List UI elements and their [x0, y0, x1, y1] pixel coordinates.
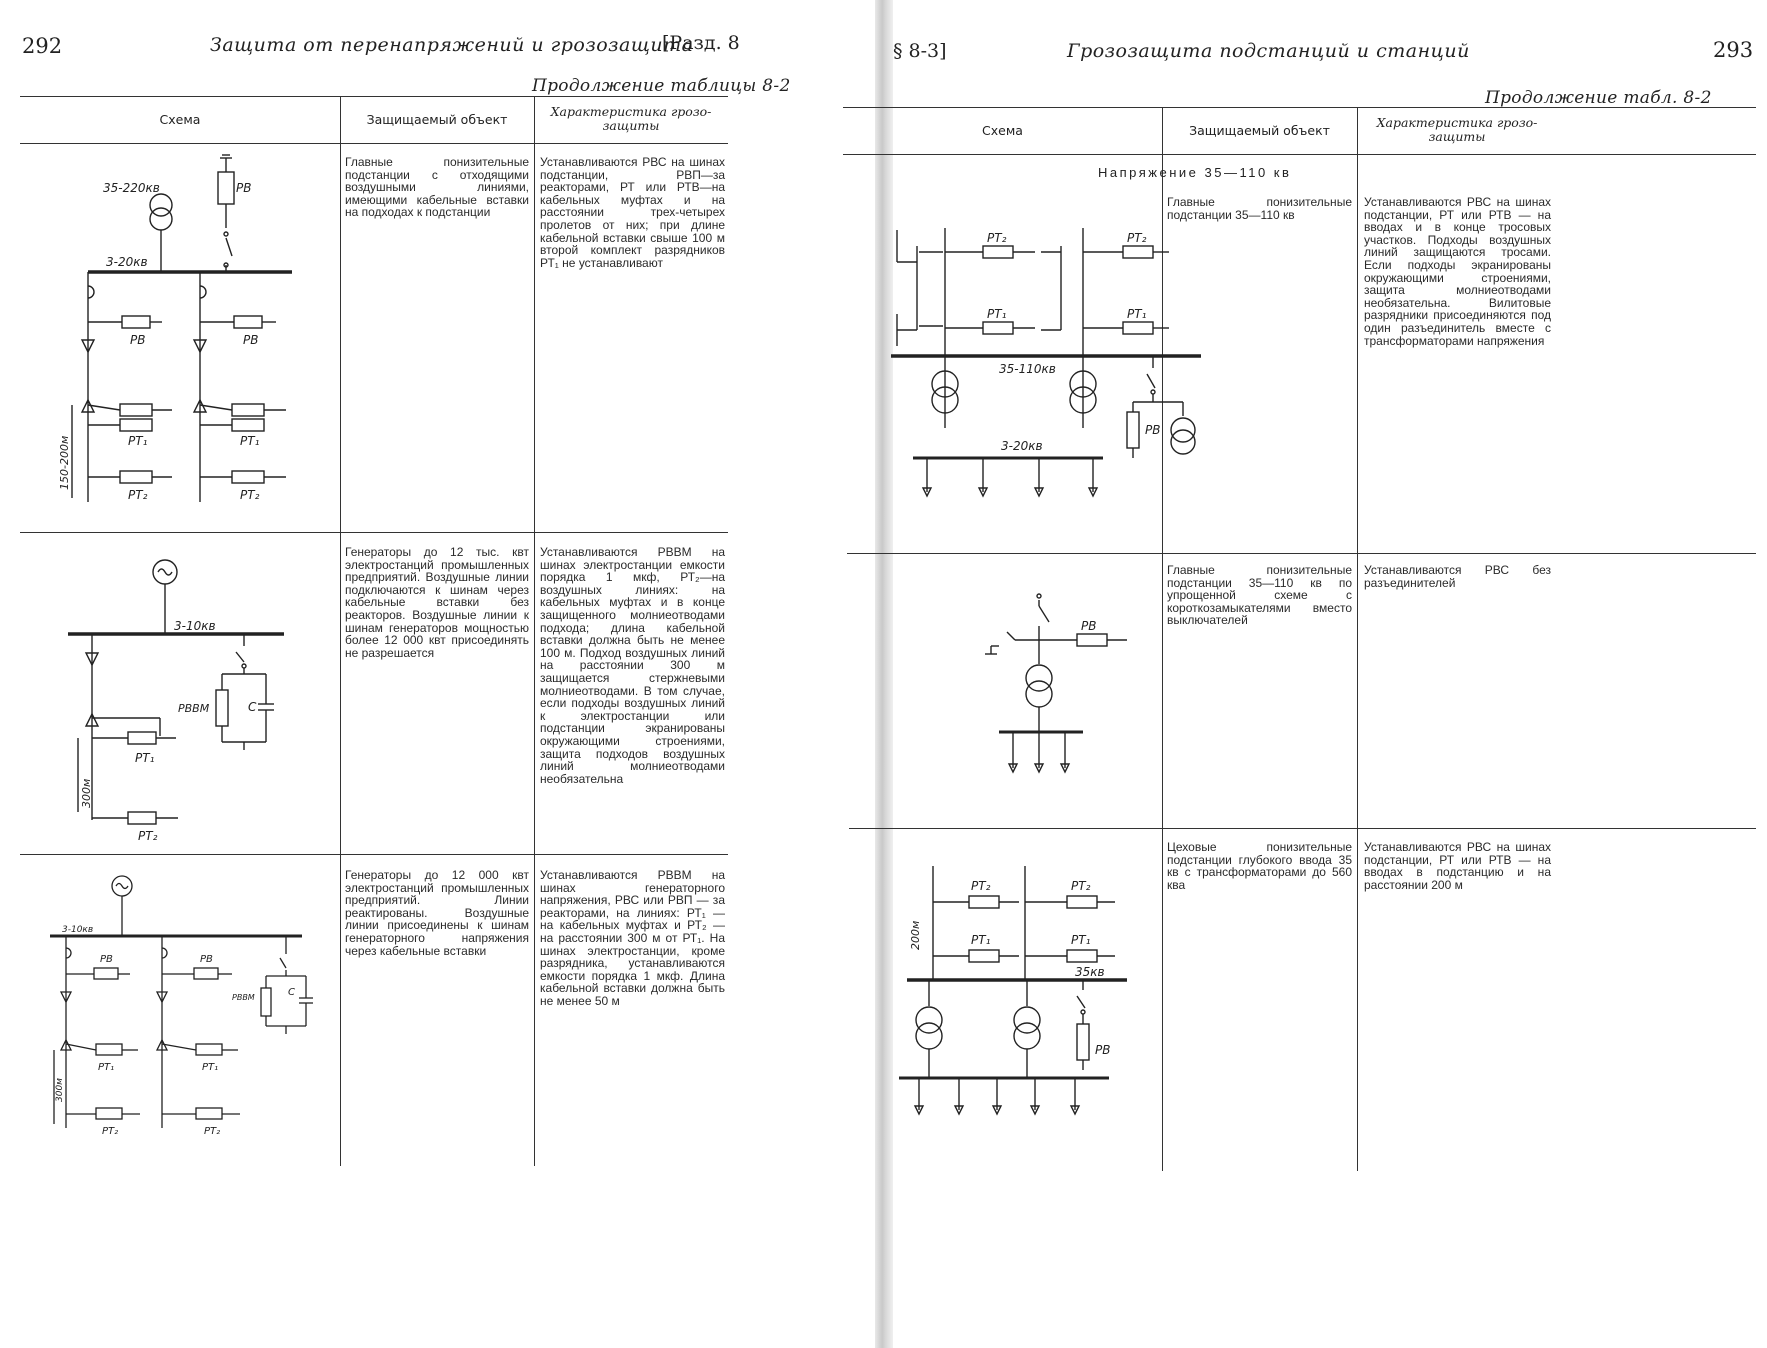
arrester-label: РТ₁	[1127, 307, 1147, 321]
arrester-label: РТ₁	[128, 434, 148, 448]
voltage-label: 35-220кв	[103, 181, 160, 195]
arrester-label: РВВМ	[178, 702, 210, 715]
arrester-label: РТ₂	[204, 1126, 220, 1137]
capacitor-label: С	[248, 700, 257, 714]
voltage-section: Напряжение 35—110 кв	[1098, 165, 1292, 180]
header-characteristic: Характеристика грозо- защиты	[1376, 115, 1538, 144]
protected-object: Главные понизительные подстанции 35—110 …	[1167, 563, 1352, 628]
table-continuation: Продолжение табл. 8-2	[1485, 88, 1712, 108]
arrester-label: РТ₁	[971, 933, 991, 947]
table-continuation: Продолжение таблицы 8-2	[532, 76, 791, 96]
arrester-label: РТ₁	[98, 1062, 114, 1073]
running-head: Защита от перенапряжений и грозозащита	[210, 34, 694, 56]
protected-object: Главные понизительные подстанции с отход…	[345, 155, 529, 220]
arrester-label: РТ₁	[1071, 933, 1091, 947]
right-page: § 8-3] Грозозащита подстанций и станций …	[843, 0, 1767, 1348]
section-ref: [Разд. 8	[662, 32, 740, 54]
column-divider	[340, 96, 341, 1166]
header-characteristic: Характеристика грозо- защиты	[550, 104, 712, 133]
bus-label: 35-110кв	[999, 362, 1056, 376]
arrester-label: РТ₂	[1127, 231, 1147, 245]
scheme-diagram: 3-10кв РВ РВ РВВМ С РТ₁ РТ₁ РТ₂ РТ₂ 300м	[50, 875, 313, 1137]
column-divider	[534, 96, 535, 1166]
protection-characteristic: Устанавливаются РВВМ на шинах электроста…	[540, 545, 725, 786]
arrester-label: РВ	[130, 333, 145, 347]
rule	[843, 154, 1756, 155]
protection-characteristic: Устанавливаются РВС на шинах подстанции,…	[540, 155, 725, 270]
arrester-label: РТ₁	[202, 1062, 218, 1073]
distance-label: 300м	[80, 779, 93, 808]
arrester-label: РТ₂	[138, 829, 158, 843]
arrester-label: РТ₁	[240, 434, 260, 448]
row-separator	[849, 828, 1756, 829]
scheme-diagram: 3-10кв РВВМ С РТ₁ РТ₂ 300м	[68, 559, 284, 843]
column-divider	[1357, 107, 1358, 1171]
row-separator	[20, 532, 728, 533]
protection-characteristic: Устанавливаются РВВМ на шинах генераторн…	[540, 868, 725, 1008]
bus-label: 3-20кв	[106, 255, 148, 269]
arrester-label: РТ₁	[987, 307, 1007, 321]
page-number: 293	[1713, 38, 1754, 62]
protected-object: Генераторы до 12 000 квт электростанций …	[345, 868, 529, 958]
left-page: 292 Защита от перенапряжений и грозозащи…	[0, 0, 875, 1348]
arrester-label: РВ	[243, 333, 258, 347]
column-divider	[1162, 107, 1163, 1171]
scheme-diagram: РТ₂ РТ₂ РТ₁ РТ₁ 35кв РВ 200м	[899, 866, 1127, 1116]
protected-object: Главные понизительные подстанции 35—110 …	[1167, 195, 1352, 222]
rule	[843, 107, 1756, 108]
rule	[20, 143, 728, 144]
row-separator	[20, 854, 728, 855]
header-scheme: Схема	[982, 123, 1023, 138]
distance-label: 200м	[909, 921, 922, 950]
section-ref: § 8-3]	[893, 40, 947, 62]
arrester-label: РВ	[100, 954, 113, 965]
arrester-label: РТ₁	[135, 751, 155, 765]
arrester-label: РВ	[1095, 1043, 1110, 1057]
bus-label: 3-10кв	[62, 925, 93, 935]
arrester-label: РВ	[200, 954, 213, 965]
capacitor-label: С	[288, 987, 295, 998]
arrester-label: РТ₂	[102, 1126, 118, 1137]
arrester-label: РТ₂	[1071, 879, 1091, 893]
protected-object: Генераторы до 12 тыс. квт электростанций…	[345, 545, 529, 660]
distance-label: 300м	[55, 1078, 65, 1102]
arrester-label: РТ₂	[987, 231, 1007, 245]
header-object: Защищаемый объект	[1189, 123, 1330, 138]
arrester-label: РВ	[236, 181, 251, 195]
arrester-label: РТ₂	[240, 488, 260, 502]
scheme-diagram: РВ	[985, 593, 1127, 774]
header-object: Защищаемый объект	[366, 112, 508, 127]
page-number: 292	[22, 34, 63, 58]
distance-label: 150-200м	[58, 436, 71, 490]
book-gutter	[875, 0, 893, 1348]
bus-label: 35кв	[1075, 965, 1105, 979]
arrester-label: РВВМ	[232, 993, 255, 1002]
arrester-label: РТ₂	[971, 879, 991, 893]
running-head: Грозозащита подстанций и станций	[1067, 40, 1470, 62]
protected-object: Цеховые понизительные подстанции глубоко…	[1167, 840, 1352, 892]
row-separator	[847, 553, 1756, 554]
arrester-label: РВ	[1081, 619, 1096, 633]
scheme-diagram: РТ₂ РТ₂ РТ₁ РТ₁ 35-110кв РВ 3-20кв	[891, 228, 1201, 498]
arrester-label: РВ	[1145, 423, 1160, 437]
protection-characteristic: Устанавливаются РВС на шинах подстанции,…	[1364, 840, 1551, 892]
arrester-label: РТ₂	[128, 488, 148, 502]
protection-characteristic: Устанавливаются РВС без разъединителей	[1364, 563, 1551, 590]
scheme-diagram: 35-220кв РВ 3-20кв РВ РВ РТ₁ РТ₁ РТ₂ РТ₂…	[58, 154, 292, 502]
bus-label: 3-20кв	[1001, 439, 1043, 453]
bus-label: 3-10кв	[174, 619, 216, 633]
protection-characteristic: Устанавливаются РВС на шинах подстанции,…	[1364, 195, 1551, 348]
rule	[20, 96, 728, 97]
header-scheme: Схема	[159, 112, 201, 127]
